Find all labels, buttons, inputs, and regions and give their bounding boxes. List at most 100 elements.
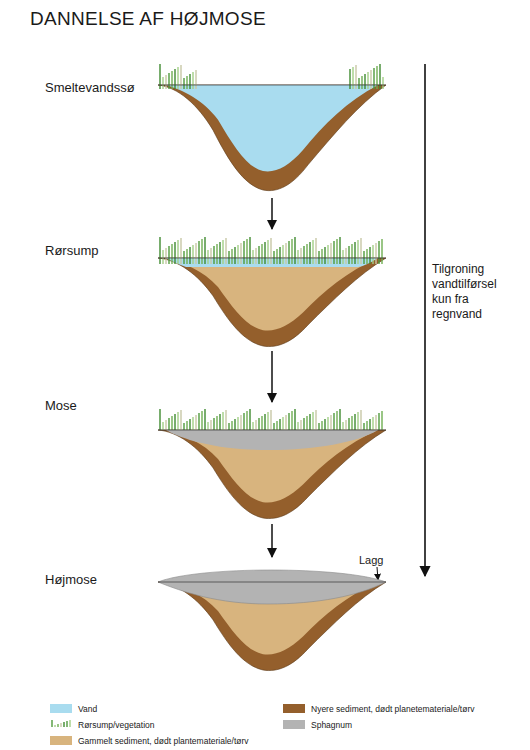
vegetation-stroke bbox=[246, 411, 247, 430]
vegetation-stroke bbox=[174, 242, 175, 264]
vegetation-stroke bbox=[333, 413, 334, 430]
vegetation-stroke bbox=[303, 418, 304, 430]
vegetation-stroke bbox=[315, 410, 316, 430]
basin-shape bbox=[158, 405, 386, 521]
vegetation-stroke bbox=[189, 419, 190, 430]
vegetation-stroke bbox=[192, 417, 193, 430]
basin-stage: Smeltevandssø bbox=[158, 62, 386, 195]
vegetation-stroke bbox=[63, 722, 64, 727]
vegetation-stroke bbox=[282, 417, 283, 430]
vegetation-stroke bbox=[327, 417, 328, 430]
stage-label: Rørsump bbox=[45, 243, 98, 258]
vegetation-stroke bbox=[168, 73, 169, 89]
vegetation-stroke bbox=[306, 244, 307, 264]
vegetation-stroke bbox=[370, 70, 371, 89]
vegetation-stroke bbox=[376, 66, 377, 89]
vegetation-stroke bbox=[273, 251, 274, 264]
vegetation-stroke bbox=[339, 237, 340, 264]
vegetation-stroke bbox=[201, 411, 202, 430]
surface-line bbox=[158, 258, 386, 259]
vegetation-stroke bbox=[201, 239, 202, 264]
vegetation-stroke bbox=[303, 246, 304, 264]
vegetation-stroke bbox=[261, 244, 262, 264]
vegetation-stroke bbox=[375, 243, 376, 264]
vegetation-stroke bbox=[270, 238, 271, 264]
vegetation-stroke bbox=[342, 250, 343, 264]
vegetation-stroke bbox=[364, 74, 365, 89]
vegetation-stroke bbox=[243, 413, 244, 430]
vegetation-stroke bbox=[318, 251, 319, 264]
vegetation-stroke bbox=[267, 240, 268, 264]
vegetation-stroke bbox=[321, 249, 322, 264]
basin-stage: Rørsump bbox=[158, 232, 386, 348]
process-arrow bbox=[424, 64, 426, 576]
vegetation-stroke bbox=[285, 415, 286, 430]
vegetation-stroke bbox=[363, 423, 364, 430]
vegetation-stroke bbox=[60, 723, 61, 727]
sphagnum bbox=[166, 430, 378, 450]
annotation-label: Tilgroning vandtilførsel kun fra regnvan… bbox=[432, 262, 514, 322]
vegetation-stroke bbox=[324, 419, 325, 430]
vegetation-stroke bbox=[186, 249, 187, 264]
vegetation-stroke bbox=[216, 244, 217, 264]
vegetation-stroke bbox=[174, 69, 175, 89]
vegetation-stroke bbox=[162, 77, 163, 89]
leader-arrow bbox=[377, 567, 378, 580]
vegetation-stroke bbox=[351, 416, 352, 430]
vegetation-stroke bbox=[381, 411, 382, 430]
vegetation-stroke bbox=[237, 417, 238, 430]
vegetation-stroke bbox=[273, 423, 274, 430]
vegetation-stroke bbox=[174, 414, 175, 430]
vegetation-stroke bbox=[381, 239, 382, 264]
vegetation-stroke bbox=[195, 243, 196, 264]
vegetation-stroke bbox=[195, 415, 196, 430]
vegetation-stroke bbox=[234, 419, 235, 430]
vegetation-stroke bbox=[264, 242, 265, 264]
vegetation-stroke bbox=[177, 412, 178, 430]
vegetation-stroke bbox=[249, 237, 250, 264]
vegetation-stroke bbox=[225, 410, 226, 430]
vegetation-stroke bbox=[264, 414, 265, 430]
vegetation-stroke bbox=[342, 422, 343, 430]
vegetation-stroke bbox=[357, 412, 358, 430]
basin-stage: Højmose bbox=[158, 560, 386, 672]
legend-item: Sphagnum bbox=[283, 719, 513, 733]
vegetation-stroke bbox=[219, 242, 220, 264]
vegetation-stroke bbox=[309, 242, 310, 264]
vegetation-stroke bbox=[276, 421, 277, 430]
vegetation-stroke bbox=[231, 421, 232, 430]
vegetation-stroke bbox=[219, 414, 220, 430]
vegetation-stroke bbox=[222, 412, 223, 430]
vegetation-stroke bbox=[297, 250, 298, 264]
vegetation-stroke bbox=[210, 420, 211, 430]
legend-label: Vand bbox=[78, 703, 97, 715]
vegetation-stroke bbox=[183, 251, 184, 264]
vegetation-stroke bbox=[312, 240, 313, 264]
vegetation-stroke bbox=[291, 239, 292, 264]
vegetation-stroke bbox=[165, 248, 166, 264]
vegetation-stroke bbox=[57, 724, 58, 727]
vegetation-stroke bbox=[358, 78, 359, 89]
vegetation-stroke bbox=[349, 69, 350, 89]
vegetation-stroke bbox=[261, 416, 262, 430]
vegetation-stroke bbox=[366, 421, 367, 430]
vegetation-stroke bbox=[333, 241, 334, 264]
vegetation-stroke bbox=[183, 423, 184, 430]
stage-arrow bbox=[271, 351, 273, 402]
vegetation-stroke bbox=[321, 421, 322, 430]
vegetation-stroke bbox=[243, 241, 244, 264]
vegetation-stroke bbox=[330, 243, 331, 264]
stage-arrow bbox=[271, 198, 273, 229]
vegetation-stroke bbox=[240, 415, 241, 430]
vegetation-stroke bbox=[279, 419, 280, 430]
vegetation-stroke bbox=[213, 246, 214, 264]
vegetation-stroke bbox=[297, 422, 298, 430]
vegetation-stroke bbox=[258, 418, 259, 430]
vegetation-stroke bbox=[237, 245, 238, 264]
vegetation-stroke bbox=[345, 248, 346, 264]
vegetation-stroke bbox=[210, 248, 211, 264]
vegetation-stroke bbox=[276, 249, 277, 264]
vegetation-stroke bbox=[168, 246, 169, 264]
vegetation-stroke bbox=[378, 241, 379, 264]
